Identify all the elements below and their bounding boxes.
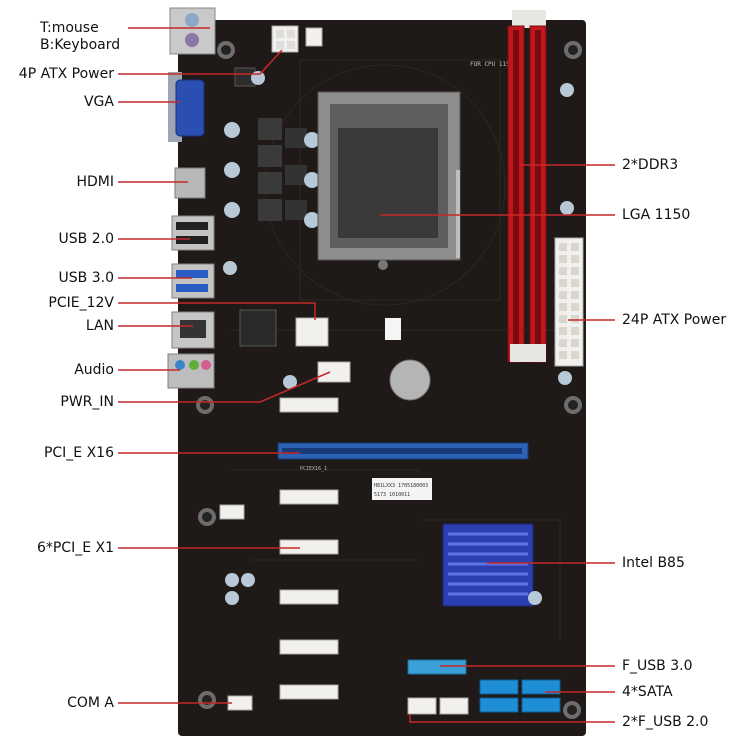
pointer-lines (118, 27, 615, 723)
front-usb3-header (407, 659, 467, 675)
hdmi-port (174, 167, 206, 199)
atx-24p-connector (554, 237, 584, 367)
pcie-x1-slot (279, 397, 339, 413)
label-intel-b85: Intel B85 (622, 555, 685, 571)
cmos-battery (389, 359, 431, 401)
vrm-components (223, 67, 574, 275)
pcie-12v-connector (295, 317, 329, 347)
cpu-note-silkscreen: FOR CPU 1150 (470, 61, 514, 68)
label-f-usb-2: 2*F_USB 2.0 (622, 714, 709, 730)
label-4p-atx-power: 4P ATX Power (18, 66, 114, 82)
vga-port (168, 72, 205, 142)
label-pwr-in: PWR_IN (60, 394, 114, 410)
atx-4p-connector (271, 25, 323, 53)
audio-jacks (167, 353, 215, 389)
pointer-4p-atx (118, 49, 283, 75)
ddr3-slots (507, 10, 547, 363)
label-ps2-mouse: T:mouse (40, 20, 99, 36)
sata-ports (479, 679, 561, 713)
capacitors-lower (225, 371, 572, 605)
usb3-ports (171, 263, 215, 299)
cpu-socket-lga1150 (317, 91, 461, 270)
sticker-line-2: 5173 1010011 (374, 492, 410, 498)
label-24p-atx-power: 24P ATX Power (622, 312, 727, 328)
pointer-pwr-in (118, 371, 331, 403)
pcie-x16-slot (277, 442, 529, 460)
label-pcie-12v: PCIE_12V (48, 295, 114, 311)
pcie-x16-silkscreen: PCIEX16_1 (300, 466, 327, 472)
label-hdmi: HDMI (76, 174, 114, 190)
sticker-line-1: H81LXX3 1705180003 (374, 483, 428, 489)
label-ddr3: 2*DDR3 (622, 157, 679, 173)
lan-port (171, 311, 215, 349)
chipset-heatsink (442, 523, 534, 607)
label-usb-2: USB 2.0 (58, 231, 114, 247)
label-audio: Audio (74, 362, 114, 378)
label-pcie-x16: PCI_E X16 (43, 445, 114, 461)
label-pcie-x1: 6*PCI_E X1 (36, 540, 114, 556)
product-sticker (372, 478, 432, 500)
pwr-in-connector (317, 361, 351, 383)
pointer-f-usb2 (409, 714, 615, 723)
usb2-ports (171, 215, 215, 251)
label-vga: VGA (83, 94, 114, 110)
pcie-x1-slots (279, 489, 339, 700)
front-usb2-headers (407, 697, 469, 715)
label-sata: 4*SATA (622, 684, 673, 700)
label-f-usb-3: F_USB 3.0 (622, 658, 693, 674)
label-lga-1150: LGA 1150 (622, 207, 691, 223)
white-sticker (385, 318, 401, 340)
lan-controller-chip (239, 309, 277, 347)
pointer-pcie-12v (118, 302, 316, 320)
label-usb-3: USB 3.0 (58, 270, 114, 286)
label-lan: LAN (85, 318, 114, 334)
label-com-a: COM A (67, 695, 114, 711)
ps2-ports (169, 7, 216, 55)
label-ps2-keyboard: B:Keyboard (40, 37, 121, 53)
mounting-holes (196, 41, 582, 719)
fan-header (219, 504, 245, 520)
